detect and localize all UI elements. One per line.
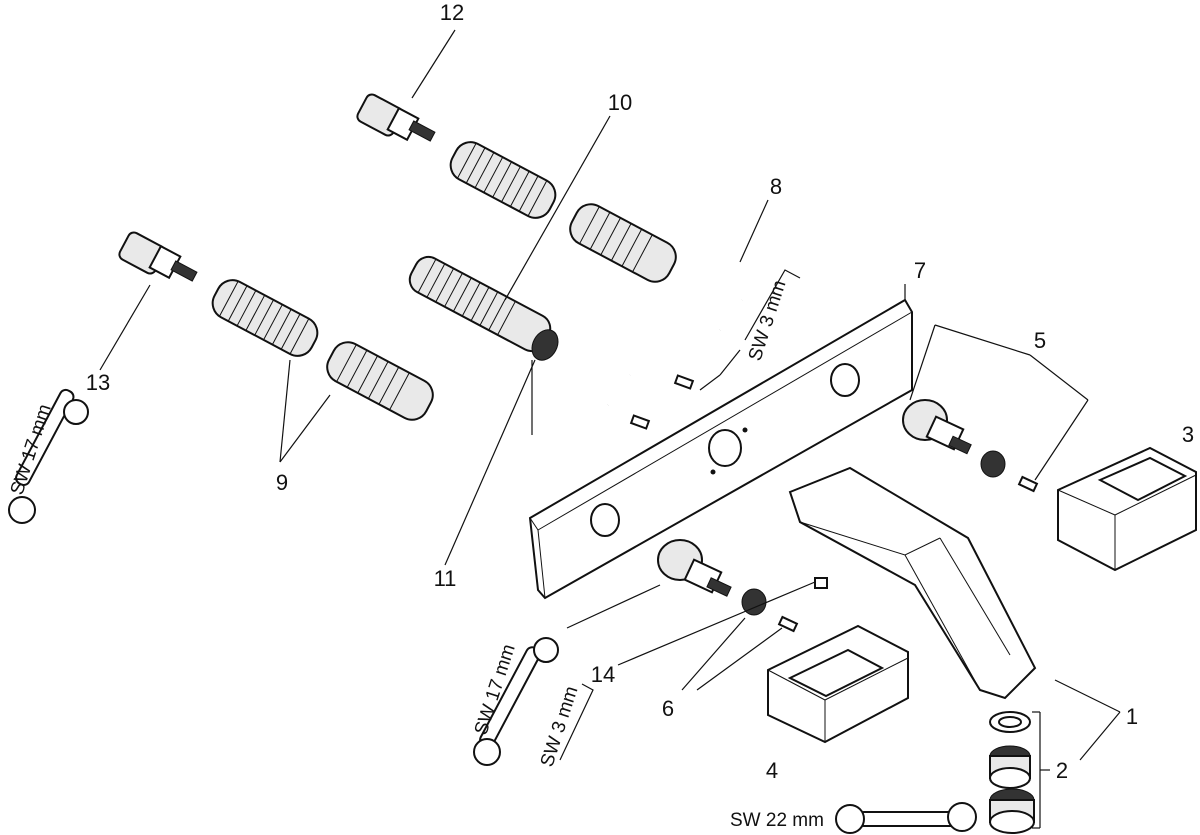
threaded-sleeve-middle (408, 255, 559, 361)
part-4-rosette (767, 624, 909, 744)
part-12-connector (356, 93, 436, 142)
threaded-sleeve-lower (326, 341, 434, 421)
part-3-rosette (1057, 446, 1197, 572)
wrench-sw22-icon (835, 802, 977, 834)
allen-key-bottom-icon (559, 683, 594, 761)
threaded-sleeve-upper (449, 141, 557, 219)
allen-key-top (744, 269, 801, 341)
wrench-sw17-bottom-icon (473, 637, 559, 766)
label-11: 11 (434, 566, 457, 591)
label-10: 10 (608, 90, 632, 115)
wrench-sw17-left-icon (8, 388, 89, 524)
part-1-spout (788, 466, 1037, 700)
part-13-connector (118, 231, 198, 282)
threaded-sleeve-left (211, 279, 319, 357)
label-12: 12 (440, 0, 464, 25)
screw-b (629, 414, 651, 430)
tool-label-sw3-top: SW 3 mm (745, 278, 791, 364)
tool-label-sw22: SW 22 mm (730, 810, 824, 831)
part-7-cover-plate (528, 298, 913, 600)
part-14-cartridge (657, 539, 828, 633)
part-2-aerator (989, 711, 1035, 834)
retaining-ring-2 (560, 322, 634, 412)
leader-lines (99, 29, 1121, 829)
label-1: 1 (1126, 704, 1138, 729)
label-9: 9 (276, 470, 288, 495)
part-5-cartridge (902, 399, 1039, 493)
label-14: 14 (591, 662, 615, 687)
label-3: 3 (1182, 422, 1194, 447)
label-7: 7 (914, 258, 926, 283)
threaded-sleeve-right (569, 203, 677, 283)
label-13: 13 (86, 370, 110, 395)
screw-a (673, 374, 695, 390)
label-5: 5 (1034, 328, 1046, 353)
retaining-ring-1 (672, 247, 746, 337)
label-8: 8 (770, 174, 782, 199)
label-2: 2 (1056, 758, 1068, 783)
retaining-ring-3 (430, 393, 504, 483)
label-4: 4 (766, 758, 778, 783)
label-6: 6 (662, 696, 674, 721)
tool-label-sw17-left: SW 17 mm (7, 402, 56, 498)
